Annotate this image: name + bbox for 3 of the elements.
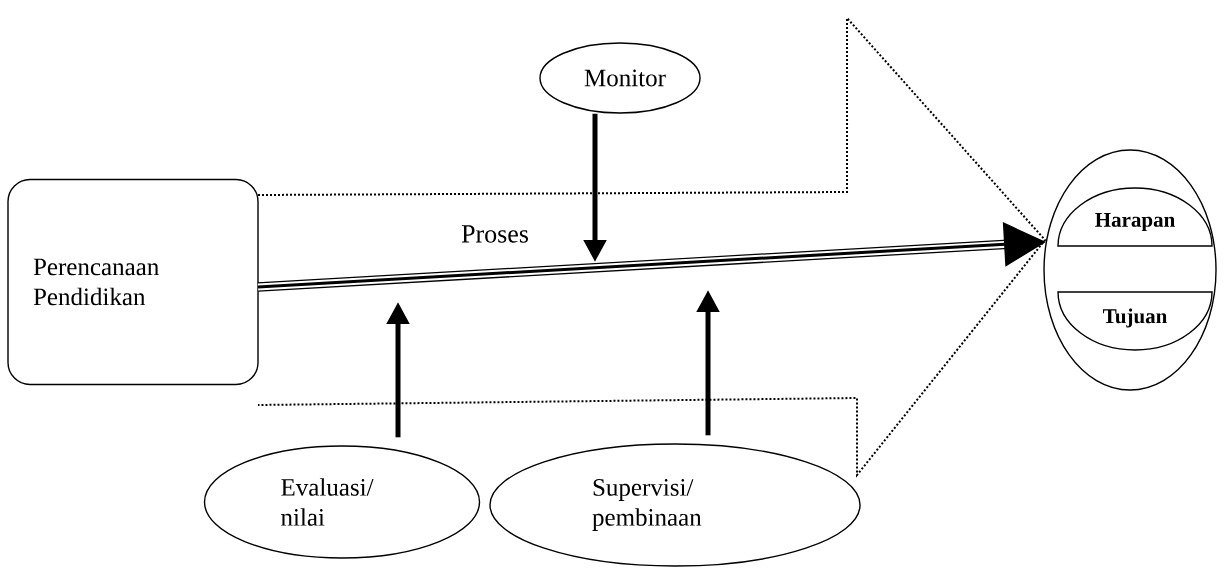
circle-shape (1043, 149, 1217, 391)
edge-label: Proses (459, 223, 531, 245)
planning-box: Perencanaan Pendidikan (7, 178, 259, 386)
